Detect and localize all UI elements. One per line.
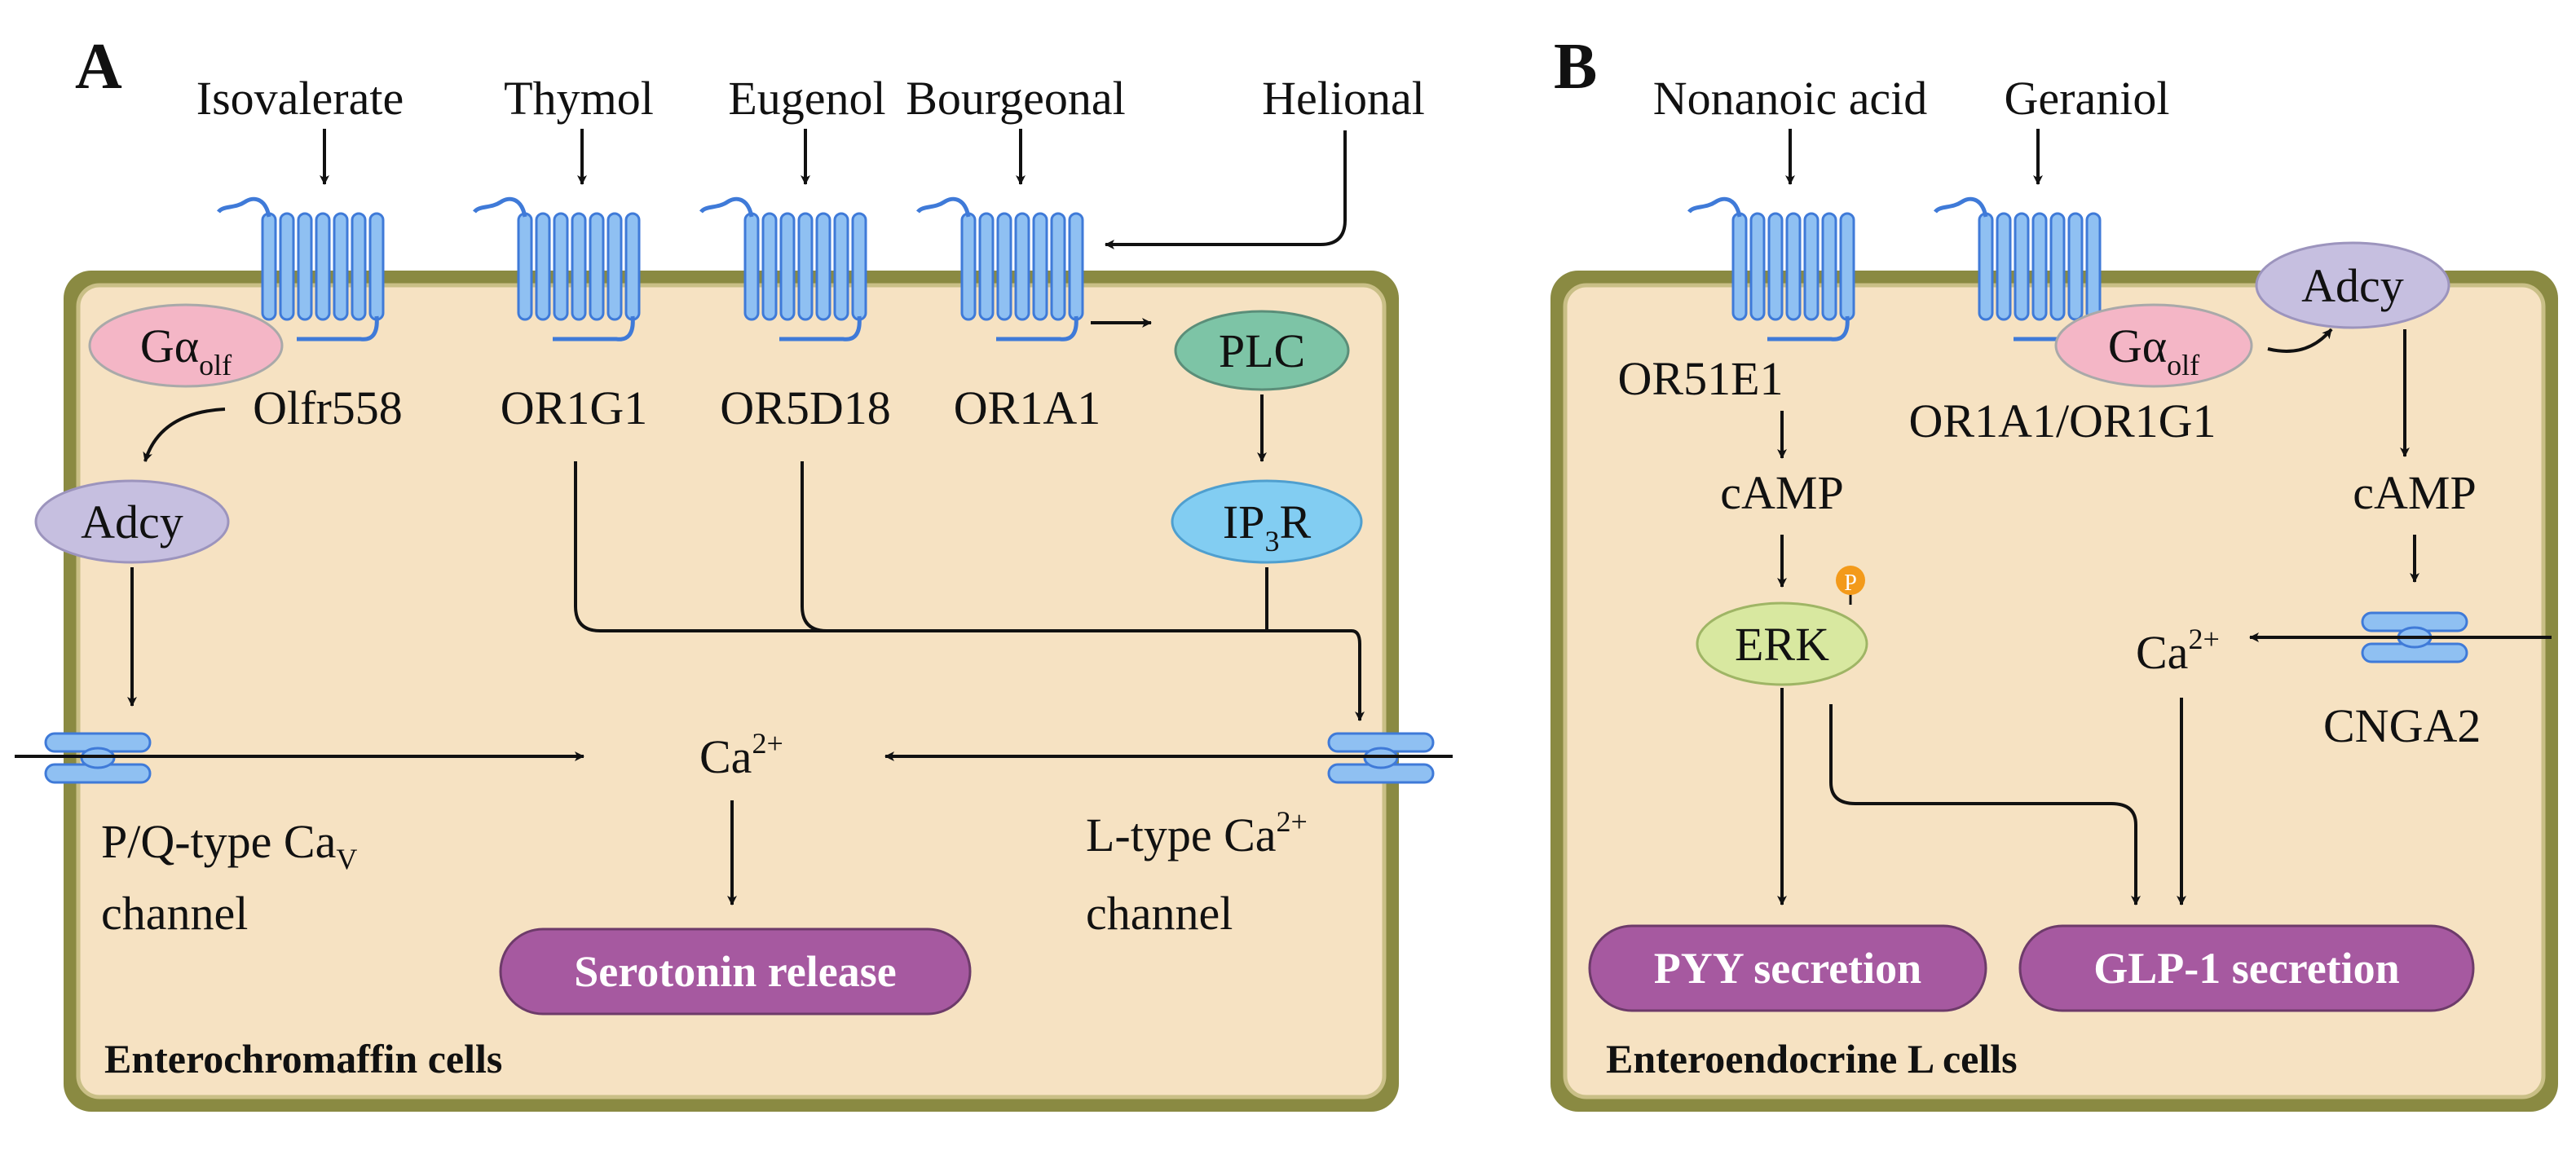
ligand-thymol: Thymol <box>504 72 654 125</box>
pq-channel-label-line2: channel <box>101 887 248 940</box>
arrow-galpha-adcy <box>2267 328 2333 353</box>
receptor-or1a1-or1g1-label: OR1A1/OR1G1 <box>1908 394 2216 447</box>
l-channel-label-line1: L-type Ca2+ <box>1086 805 1308 861</box>
pq-channel-label-line1: P/Q-type CaV <box>101 815 357 875</box>
arrow-helional <box>1105 130 1347 249</box>
ligand-bourgeonal: Bourgeonal <box>906 72 1126 125</box>
ligand-nonanoic-acid: Nonanoic acid <box>1653 72 1928 125</box>
g-alpha-olf-label: Gαolf <box>140 319 232 381</box>
ligand-helional: Helional <box>1262 72 1425 125</box>
pyy-secretion-output <box>1588 924 1987 1012</box>
receptor-or1a1-label: OR1A1 <box>954 381 1101 434</box>
ligand-geraniol: Geraniol <box>2005 72 2170 125</box>
arrow-olfr558-adcy <box>143 408 226 462</box>
glp1-secretion-output <box>2018 924 2475 1012</box>
plc-label: PLC <box>1219 324 1305 377</box>
phospho-node <box>1836 566 1865 595</box>
ligand-isovalerate: Isovalerate <box>196 72 404 125</box>
calcium-label: Ca2+ <box>699 727 783 783</box>
arrow-or5d18-l-channel <box>801 461 827 632</box>
adcy-node <box>2255 241 2450 329</box>
g-alpha-olf-node <box>88 303 284 388</box>
receptor-olfr558-label: Olfr558 <box>253 381 403 434</box>
panel-a-letter: A <box>75 31 122 103</box>
panel-a: A Isovalerate Thymol Eugenol Bourgeonal … <box>15 31 1453 1112</box>
erk-label: ERK <box>1735 618 1829 671</box>
panel-b: B Nonanoic acid Geraniol Adcy Gαolf OR51… <box>1550 31 2558 1112</box>
ip3r-label: IP3R <box>1223 496 1312 557</box>
ip3r-node <box>1171 479 1363 564</box>
receptor-or51e1-label: OR51E1 <box>1618 352 1784 405</box>
serotonin-release-label: Serotonin release <box>574 947 896 996</box>
enteroendocrine-cell-title: Enteroendocrine L cells <box>1606 1036 2018 1082</box>
camp-left-label: cAMP <box>1720 466 1843 519</box>
cnga2-label: CNGA2 <box>2323 699 2481 752</box>
receptor-or1g1-label: OR1G1 <box>501 381 647 434</box>
plc-node <box>1174 310 1350 391</box>
l-channel-label-line2: channel <box>1086 887 1233 940</box>
ligand-eugenol: Eugenol <box>728 72 885 125</box>
phospho-label: P <box>1844 571 1857 596</box>
adcy-label: Adcy <box>2301 259 2404 312</box>
glp1-secretion-label: GLP-1 secretion <box>2093 944 2399 993</box>
erk-node <box>1696 601 1868 686</box>
calcium-label: Ca2+ <box>2136 623 2220 679</box>
adcy-node <box>34 479 230 564</box>
panel-b-letter: B <box>1554 31 1597 103</box>
g-alpha-olf-node <box>2054 303 2253 388</box>
arrow-or1g1-l-channel <box>574 461 1365 721</box>
pyy-secretion-label: PYY secretion <box>1654 944 1921 993</box>
enterochromaffin-cell-title: Enterochromaffin cells <box>104 1036 502 1082</box>
arrow-erk-glp1 <box>1829 704 2141 905</box>
receptor-or5d18-label: OR5D18 <box>720 381 890 434</box>
enterochromaffin-cell-cytoplasm <box>76 283 1387 1099</box>
serotonin-release-output <box>499 927 972 1016</box>
adcy-label: Adcy <box>81 496 183 549</box>
camp-right-label: cAMP <box>2353 466 2476 519</box>
g-alpha-olf-label: Gαolf <box>2108 319 2199 381</box>
